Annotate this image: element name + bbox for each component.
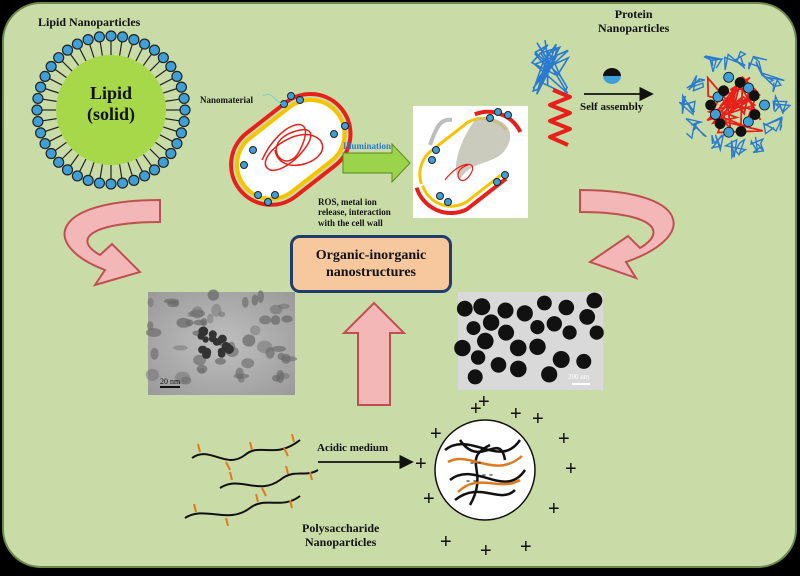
poly-line2: Nanoparticles: [305, 534, 377, 549]
lipid-nanoparticle: [31, 30, 191, 190]
svg-text:+: +: [548, 498, 560, 520]
self-assembly-label: Self assembly: [580, 101, 644, 113]
svg-text:+: +: [430, 423, 442, 445]
lipid-core-line1: Lipid: [89, 83, 133, 103]
scale-right: 200 nm: [568, 373, 590, 381]
positive-charges: +++++++++++++: [415, 391, 577, 562]
center-line1: Organic-inorganic: [315, 247, 427, 263]
bottom-up-arrow: [341, 301, 407, 406]
lipid-core-line2: (solid): [86, 103, 135, 124]
poly-line1: Polysaccharide: [302, 521, 380, 535]
polysaccharide-title: Polysaccharide Nanoparticles: [302, 521, 380, 550]
svg-text:+: +: [510, 403, 522, 425]
svg-text:+: +: [415, 453, 427, 475]
ros-line2: release, interaction: [318, 207, 391, 218]
tem-image-right: [454, 292, 604, 390]
nanomaterial-dots: [240, 92, 349, 206]
lipid-core: [56, 55, 166, 165]
protein-np-title: Protein Nanoparticles: [598, 7, 670, 36]
left-curved-arrow: [63, 198, 161, 287]
lipid-np-title: Lipid Nanoparticles: [38, 15, 141, 29]
protein-monomer: [530, 39, 572, 147]
scale-left: 20 nm: [160, 377, 181, 386]
ros-line3: with the cell wall: [318, 217, 383, 228]
organic-inorganic-box: Organic-inorganic nanostructures: [290, 235, 452, 293]
svg-text:+: +: [440, 531, 452, 553]
polysaccharide-nanoparticle: - -- -- -: [434, 419, 536, 521]
illumination-arrow: [342, 142, 411, 184]
bacterium-intact: [229, 91, 353, 207]
svg-text:+: +: [520, 536, 532, 558]
nanomaterial-label: Nanomaterial: [200, 95, 253, 105]
protein-line2: Nanoparticles: [598, 20, 670, 35]
lipid-core-label: Lipid (solid): [81, 83, 141, 124]
protein-nanoparticle: [678, 50, 792, 160]
svg-text:- -: - -: [470, 455, 481, 469]
right-curved-arrow: [579, 188, 675, 280]
tem-image-left: [145, 289, 298, 395]
center-line2: nanostructures: [326, 265, 416, 280]
dna-strand: [261, 123, 324, 171]
ros-line1: ROS, metal ion: [318, 197, 377, 207]
svg-text:+: +: [558, 428, 570, 450]
polysaccharide-chains: [184, 433, 319, 527]
svg-text:+: +: [470, 398, 482, 420]
svg-text:+: +: [565, 458, 577, 480]
protein-line1: Protein: [614, 7, 653, 21]
svg-text:- -: - -: [466, 473, 477, 487]
svg-text:+: +: [478, 391, 490, 413]
svg-text:- -: - -: [482, 467, 493, 481]
svg-text:+: +: [423, 488, 435, 510]
acidic-medium-label: Acidic medium: [317, 442, 389, 454]
illumination-label: Illumination: [343, 141, 392, 151]
ros-label: ROS, metal ion release, interaction with…: [318, 197, 391, 228]
protein-cap: [603, 68, 621, 84]
svg-text:+: +: [532, 408, 544, 430]
svg-text:+: +: [480, 540, 492, 562]
bacterium-damaged: [413, 106, 528, 218]
